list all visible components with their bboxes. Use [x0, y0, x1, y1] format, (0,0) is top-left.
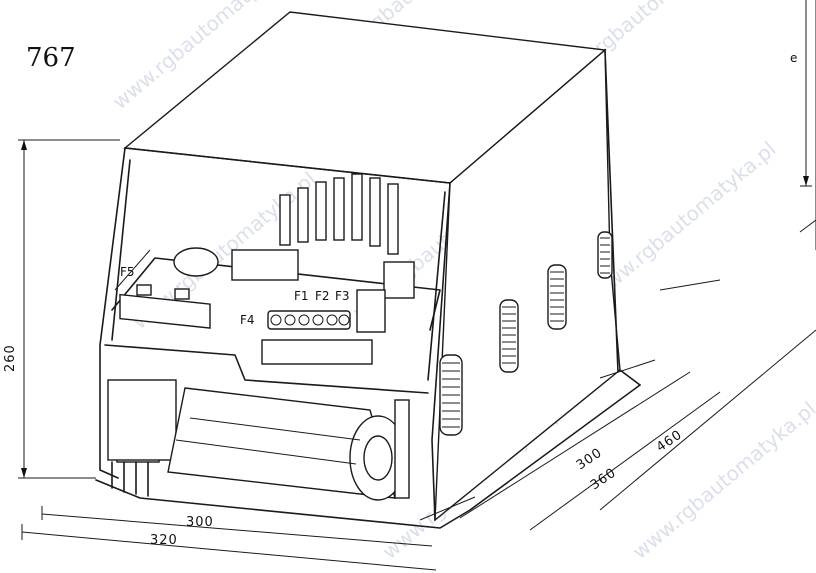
depth-mid-dimension: 360 — [588, 465, 619, 493]
fuse-f2-label: F2 — [315, 289, 330, 303]
watermark-text: www.rgbautomatyka.pl — [628, 397, 816, 564]
circuit-board: F5 F1 F2 F3 F4 — [119, 247, 415, 365]
heatsink — [279, 173, 399, 255]
height-dimension: 260 — [3, 344, 18, 372]
depth-outer-dimension: 460 — [654, 427, 685, 455]
dimension-front: 300 320 — [21, 506, 437, 571]
fuse-f1-label: F1 — [294, 289, 309, 303]
corner-label: e — [790, 51, 797, 65]
figure-number: 767 — [26, 43, 76, 73]
fuse-f4-label: F4 — [240, 313, 255, 327]
fuse-f5-label: F5 — [120, 265, 135, 279]
front-outer-dimension: 320 — [150, 533, 178, 548]
partial-side-view: e — [790, 0, 816, 250]
depth-inner-dimension: 300 — [574, 445, 605, 473]
dimension-height: 260 — [3, 139, 120, 479]
fuse-f3-label: F3 — [335, 289, 350, 303]
ventilation-slots — [439, 231, 613, 436]
housing — [95, 11, 656, 529]
fuse-block — [267, 310, 351, 330]
capacitor-assembly — [107, 379, 410, 501]
watermark-text: www.rgbautomatyka.pl — [588, 137, 781, 304]
front-inner-dimension: 300 — [186, 515, 214, 530]
